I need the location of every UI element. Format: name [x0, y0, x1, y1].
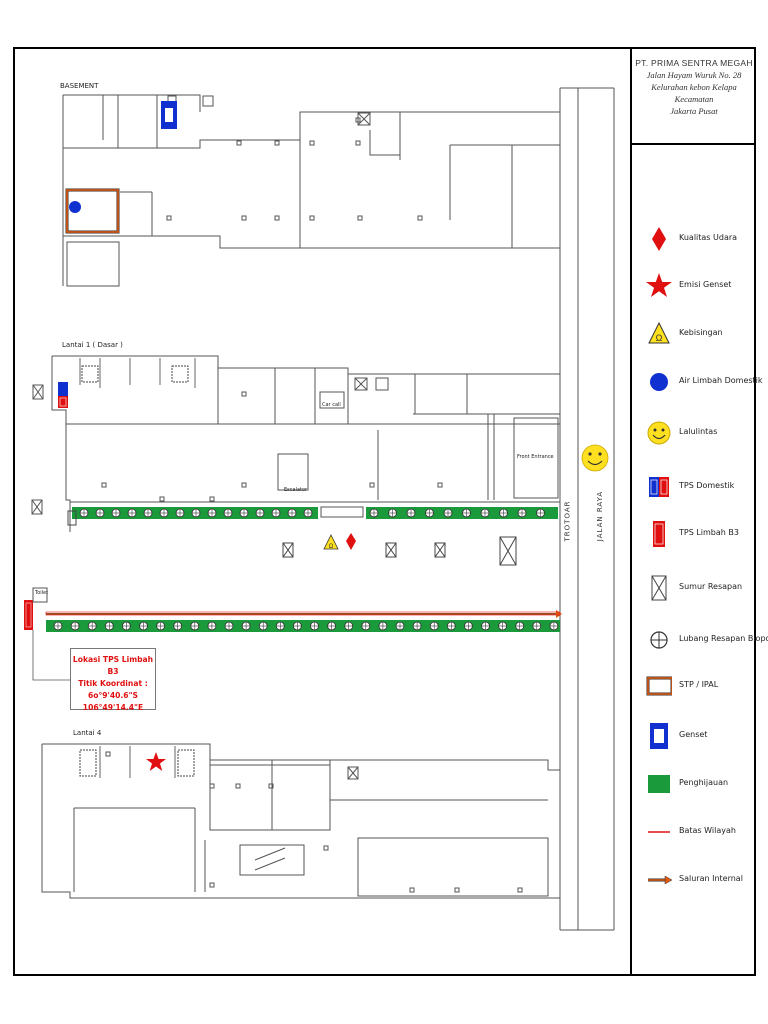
svg-text:Ω: Ω — [329, 544, 334, 550]
legend-label: Genset — [679, 730, 708, 739]
legend-item: Lalulintas — [646, 418, 756, 448]
company-name: PT. PRIMA SENTRA MEGAH — [635, 58, 753, 68]
sidewalk-label: TROTOAR — [563, 500, 572, 542]
legend-panel: PT. PRIMA SENTRA MEGAH Jalan Hayam Wuruk… — [630, 47, 768, 976]
legend-item: Lubang Resapan Biopori — [646, 625, 768, 655]
infiltration-wells — [67, 510, 517, 566]
legend-label: Sumur Resapan — [679, 582, 743, 591]
legend-item: Emisi Genset — [646, 271, 756, 301]
svg-text:Ω: Ω — [656, 333, 663, 343]
callout-line: Lokasi TPS Limbah B3 — [72, 655, 154, 676]
genset-box-icon — [650, 723, 668, 749]
noise-marker-icon — [323, 534, 339, 550]
legend-label: Kebisingan — [679, 328, 723, 337]
ground-floor-plan — [31, 355, 560, 532]
legend-label: Lubang Resapan Biopori — [679, 634, 768, 643]
tps-b3-symbol — [24, 600, 33, 630]
legend-item: Genset — [646, 721, 756, 751]
map-frame — [13, 47, 756, 976]
title-block: PT. PRIMA SENTRA MEGAH Jalan Hayam Wuruk… — [632, 47, 756, 145]
legend-label: STP / IPAL — [679, 680, 719, 689]
red-line-icon — [648, 831, 670, 833]
car-call-label: Car call — [322, 402, 341, 408]
domestic-wastewater-symbol — [69, 201, 81, 213]
basement-plan — [62, 94, 560, 287]
legend-label: TPS Domestik — [679, 481, 735, 490]
legend-item: Ω Kebisingan — [646, 319, 756, 349]
legend-item: Saluran Internal — [646, 865, 756, 895]
tps-b3-icon — [653, 521, 665, 547]
circle-cross-icon — [650, 631, 668, 649]
legend-item: Air Limbah Domestik — [646, 367, 763, 397]
star-icon — [646, 273, 672, 297]
arrow-icon — [556, 610, 562, 618]
road-label: JALAN RAYA — [596, 490, 605, 542]
callout-coordinates: 6o°9'40.6"S 106°49'14.4"E — [82, 691, 144, 712]
legend-item: STP / IPAL — [646, 671, 756, 701]
arrow-line-icon — [648, 875, 672, 885]
blue-circle-icon — [650, 373, 668, 391]
legend-item: Sumur Resapan — [646, 573, 756, 603]
tps-domestic-icon — [649, 477, 669, 497]
tps-domestic-symbol — [58, 382, 68, 396]
address-line: Kelurahan kebon Kelapa Kecamatan — [651, 82, 737, 104]
tps-b3-callout: Lokasi TPS Limbah B3 Titik Koordinat : 6… — [70, 648, 156, 712]
road-lines — [559, 87, 615, 931]
fourth-floor-plan — [41, 743, 560, 899]
warning-triangle-icon: Ω — [648, 321, 670, 344]
address-line: Jakarta Pusat — [670, 106, 718, 116]
traffic-smiley-icon — [581, 444, 609, 472]
callout-line: Titik Koordinat : — [78, 679, 148, 688]
legend-label: Penghijauan — [679, 778, 729, 787]
legend-item: TPS Domestik — [646, 472, 756, 502]
fourth-floor-label: Lantai 4 — [73, 729, 102, 737]
ground-floor-label: Lantai 1 ( Dasar ) — [62, 341, 123, 349]
legend-item: TPS Limbah B3 — [646, 519, 756, 549]
diamond-icon — [652, 227, 666, 251]
crossed-box-icon — [651, 575, 667, 601]
legend-label: Saluran Internal — [679, 874, 743, 883]
legend-item: Penghijauan — [646, 769, 756, 799]
escalator-label: Escalator — [284, 487, 308, 493]
legend-label: Emisi Genset — [679, 280, 732, 289]
front-entrance-label: Front Entrance — [517, 454, 554, 460]
air-quality-marker-icon — [346, 533, 356, 550]
biopore-group — [53, 621, 559, 631]
smiley-icon — [647, 421, 671, 445]
legend-label: TPS Limbah B3 — [679, 528, 739, 537]
legend-label: Kualitas Udara — [679, 233, 738, 242]
green-box-icon — [648, 775, 670, 793]
legend-label: Batas Wilayah — [679, 826, 736, 835]
legend-item: Kualitas Udara — [646, 224, 756, 254]
basement-label: BASEMENT — [60, 82, 99, 90]
address-line: Jalan Hayam Wuruk No. 28 — [646, 70, 742, 80]
stp-box-icon — [646, 676, 672, 696]
legend-label: Air Limbah Domestik — [679, 376, 763, 385]
biopore-group — [79, 508, 545, 518]
legend-item: Batas Wilayah — [646, 817, 756, 847]
legend-label: Lalulintas — [679, 427, 718, 436]
genset-emission-marker-icon — [146, 752, 166, 771]
toilet-label: Toilet — [35, 590, 49, 596]
